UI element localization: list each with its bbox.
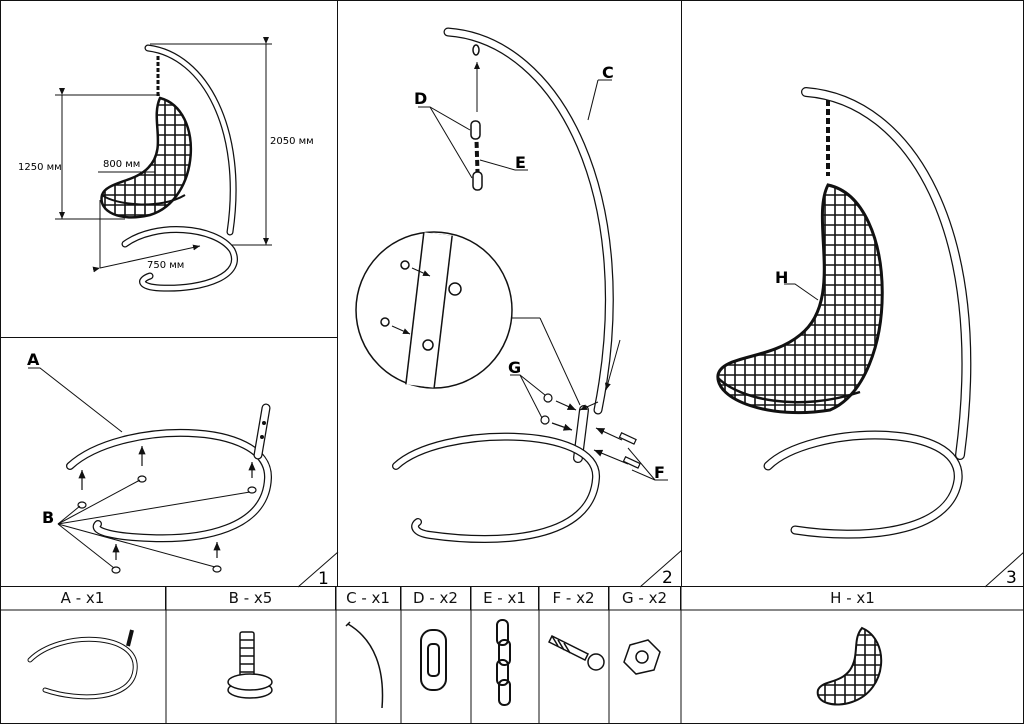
step2-leaders xyxy=(418,79,668,481)
screw-icon xyxy=(547,634,605,671)
step3-chair xyxy=(716,87,972,539)
arc-post-icon xyxy=(345,621,384,709)
callout-h: H xyxy=(775,268,788,287)
callout-c: C xyxy=(602,63,614,82)
depth-dimension: 750 мм xyxy=(147,260,184,271)
callout-g: G xyxy=(508,358,521,377)
step-corners xyxy=(297,549,1024,588)
total-height-dimension: 2050 мм xyxy=(270,136,314,147)
foot-bolt-icon xyxy=(137,446,147,483)
seat-height-dimension: 1250 мм xyxy=(18,162,62,173)
step-2-number: 2 xyxy=(662,568,673,588)
step1-bolts xyxy=(77,446,257,574)
nut-icon xyxy=(543,393,553,403)
callout-b: B xyxy=(42,508,54,527)
callout-h-leader xyxy=(784,283,819,301)
width-dimension: 800 мм xyxy=(103,159,140,170)
overview-chair xyxy=(100,44,238,292)
step2-frame xyxy=(392,27,621,544)
step1-leaders xyxy=(28,367,251,569)
foot-bolt-icon xyxy=(247,462,257,494)
dimension-lines xyxy=(55,37,272,273)
carabiner-icon xyxy=(420,629,447,691)
foot-bolt-icon xyxy=(77,470,87,509)
part-h-label: H - x1 xyxy=(830,589,875,607)
chair-basket-icon xyxy=(816,626,883,706)
chain-icon xyxy=(496,619,511,706)
foot-bolt-icon xyxy=(212,542,222,573)
callout-d: D xyxy=(414,89,427,108)
callout-a: A xyxy=(27,350,40,369)
step2-hardware xyxy=(540,393,641,469)
foot-bolt-icon xyxy=(227,631,273,699)
step-3-number: 3 xyxy=(1006,568,1017,588)
step2-carabiners xyxy=(470,120,483,191)
base-ring-icon xyxy=(27,629,138,700)
step1-base xyxy=(66,403,273,543)
step1-panel xyxy=(0,337,338,587)
foot-bolt-icon xyxy=(111,544,121,574)
callout-f: F xyxy=(654,463,665,482)
detail-magnifier xyxy=(355,231,581,406)
step-1-number: 1 xyxy=(318,569,329,589)
nut-icon xyxy=(540,415,550,425)
nut-icon xyxy=(623,639,661,675)
callout-e: E xyxy=(515,153,526,172)
